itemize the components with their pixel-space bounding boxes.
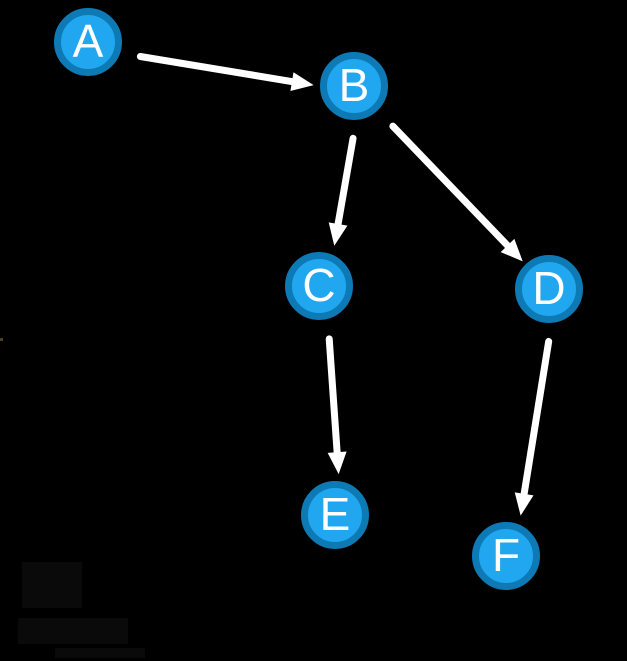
graph-node-a[interactable]: A bbox=[54, 8, 122, 76]
graph-node-d[interactable]: D bbox=[515, 255, 583, 323]
artifact-smudge bbox=[55, 648, 145, 658]
graph-node-b[interactable]: B bbox=[320, 52, 388, 120]
graph-node-e[interactable]: E bbox=[301, 481, 369, 549]
graph-edge-arrowhead-b-c bbox=[328, 222, 348, 246]
graph-node-label: F bbox=[491, 529, 521, 581]
graph-edge-b-c bbox=[334, 134, 357, 230]
graph-edge-arrowhead-a-b bbox=[290, 72, 314, 91]
graph-edge-d-f bbox=[520, 337, 553, 500]
graph-edge-c-e bbox=[325, 335, 341, 458]
graph-edge-arrowhead-b-d bbox=[500, 238, 523, 262]
graph-edge-b-d bbox=[389, 122, 513, 251]
graph-node-f[interactable]: F bbox=[472, 522, 540, 590]
graph-node-c[interactable]: C bbox=[285, 252, 353, 320]
artifact-dot bbox=[0, 338, 3, 341]
graph-edge-arrowhead-c-e bbox=[327, 451, 347, 475]
graph-node-label: D bbox=[532, 262, 566, 314]
graph-node-label: B bbox=[338, 59, 370, 111]
graph-edge-a-b bbox=[136, 53, 298, 86]
graph-node-label: C bbox=[302, 259, 336, 311]
graph-edge-arrowhead-d-f bbox=[514, 492, 534, 516]
artifact-smudge bbox=[18, 618, 128, 644]
graph-node-label: A bbox=[72, 15, 104, 67]
graph-node-label: E bbox=[319, 488, 351, 540]
artifact-smudge bbox=[22, 562, 82, 608]
